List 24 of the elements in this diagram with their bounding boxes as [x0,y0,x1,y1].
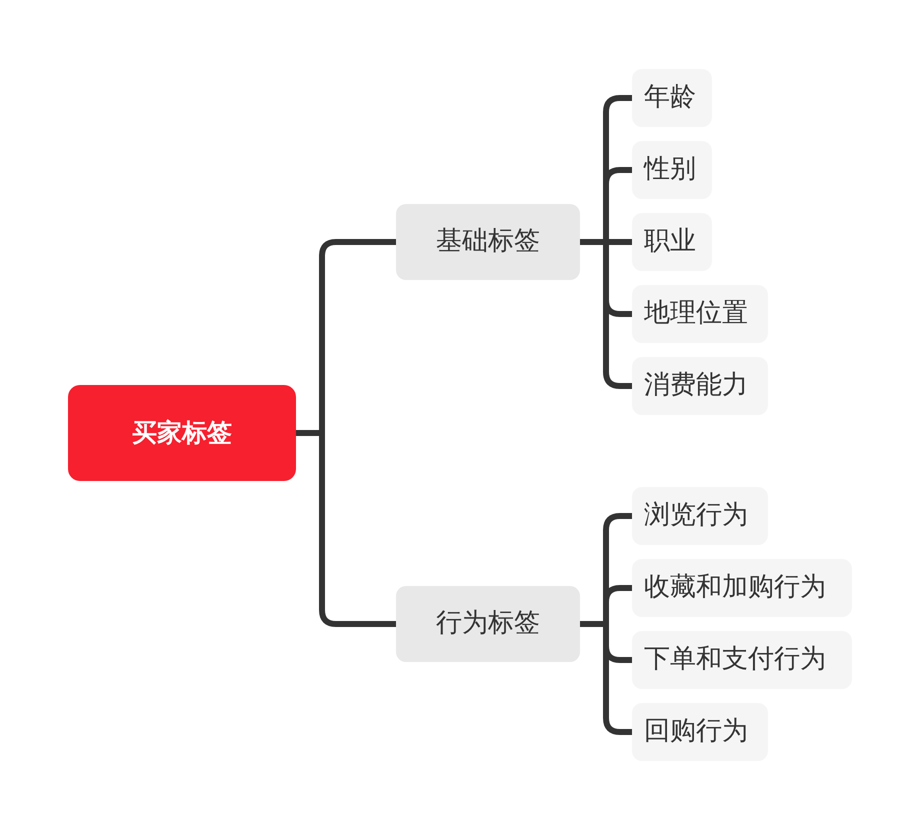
subtopic-box [632,213,712,271]
topic-label: 下单和支付行为 [644,644,826,676]
topic-label: 买家标签 [132,418,232,448]
topic-label: 浏览行为 [644,500,748,532]
subtopic-box [632,559,852,617]
topic-label: 收藏和加购行为 [644,572,826,604]
topic-label: 行为标签 [436,608,540,640]
topic-label: 年龄 [644,82,696,114]
topic-label: 性别 [644,154,696,186]
subtopic-box [632,357,768,415]
main-topic-box [396,586,580,662]
subtopic-box [632,487,768,545]
subtopic-box [632,703,768,761]
topic-label: 消费能力 [644,370,748,402]
subtopic-box [632,141,712,199]
main-topic-box [396,204,580,280]
topic-label: 职业 [644,226,696,258]
topic-label: 回购行为 [644,716,748,748]
topic-label: 基础标签 [436,226,540,258]
subtopic-box [632,631,852,689]
central-topic-box [68,385,296,481]
subtopic-box [632,69,712,127]
topic-label: 地理位置 [644,298,748,330]
subtopic-box [632,285,768,343]
